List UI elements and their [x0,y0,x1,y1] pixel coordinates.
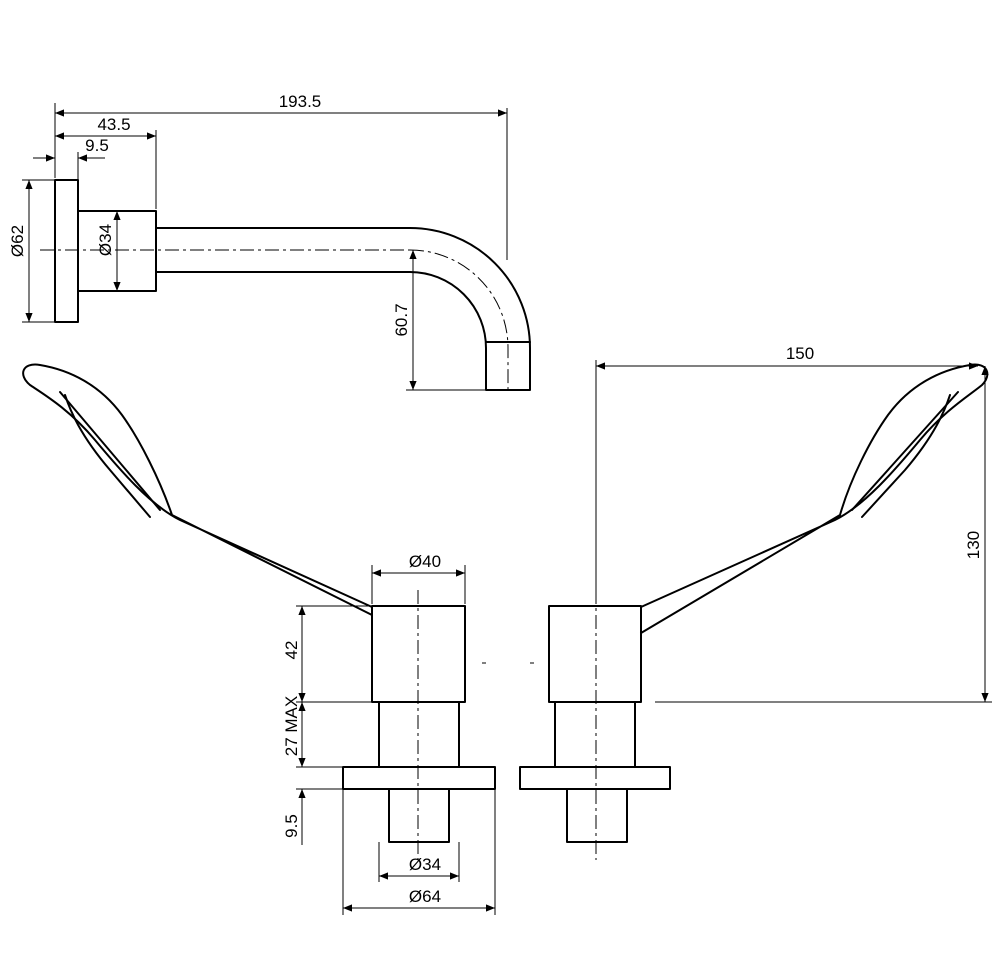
left-plate [342,766,496,790]
right-sleeve [554,701,636,768]
spout-view [40,179,531,392]
right-handle-body [548,605,642,703]
dim-lever-reach: 150 [786,344,814,363]
spout-flange [54,179,79,323]
dim-plate-diameter: Ø64 [409,887,441,906]
dim-flange-diameter: Ø62 [8,225,27,257]
right-lever [640,363,989,634]
dim-spout-body-length: 43.5 [97,115,130,134]
dim-flange-thickness: 9.5 [85,136,109,155]
left-handle-view [22,363,496,860]
spout-dimensions: 193.5 43.5 9.5 Ø62 Ø34 60.7 [8,92,508,391]
dim-sleeve-length: 27 MAX [282,696,301,756]
dim-spout-length: 193.5 [279,92,322,111]
right-handle-view [519,363,989,860]
left-sleeve [378,701,460,768]
left-lever [22,363,373,616]
dim-plate-thickness: 9.5 [282,814,301,838]
dim-lever-height: 130 [964,531,983,559]
left-stem [388,788,450,843]
dim-spout-drop: 60.7 [392,303,411,336]
right-plate [519,766,671,790]
right-stem [566,788,628,843]
left-handle-dimensions: Ø40 42 27 MAX 9.5 Ø34 Ø64 [282,552,496,915]
dim-handle-height: 42 [282,641,301,660]
right-handle-dimensions: 150 130 [595,344,992,703]
dim-handle-diameter: Ø40 [409,552,441,571]
dim-spout-body-diameter: Ø34 [96,224,115,256]
spout-pipe [155,227,531,391]
dim-stem-diameter: Ø34 [409,855,441,874]
